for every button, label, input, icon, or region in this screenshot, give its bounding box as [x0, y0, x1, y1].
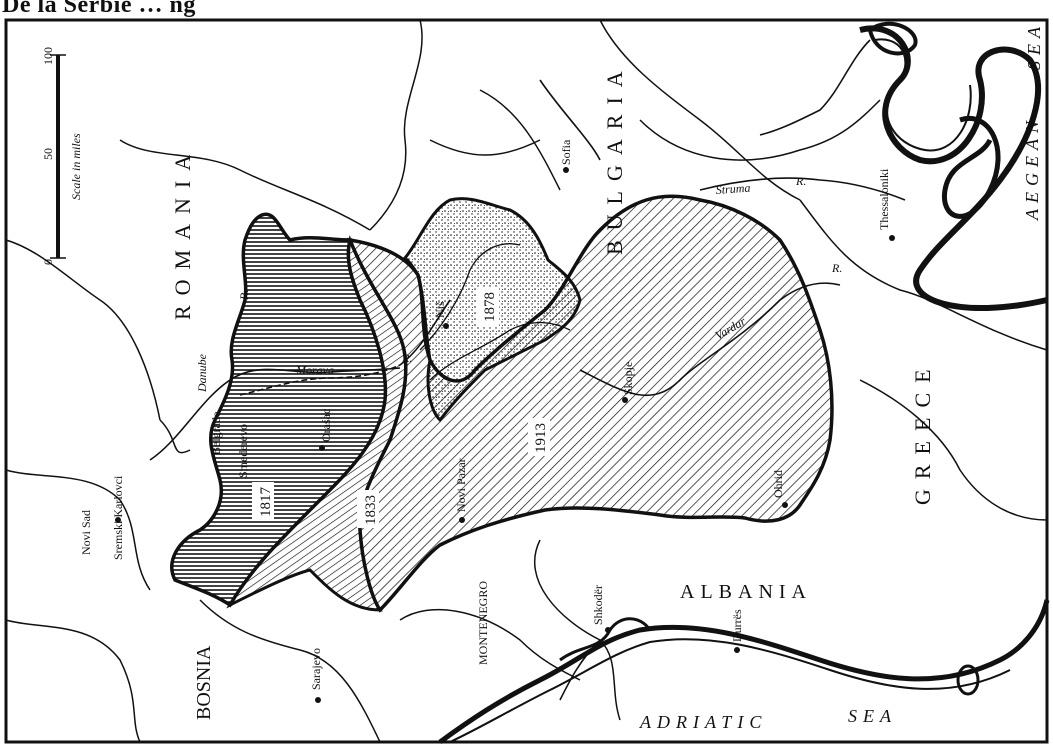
label-bulgaria: BULGARIA: [602, 61, 627, 255]
city-dots: [115, 167, 895, 703]
label-bosnia: BOSNIA: [193, 645, 215, 720]
river-struma-r: R.: [795, 174, 806, 188]
scale-label: Scale in miles: [69, 133, 83, 200]
city-skopje: Skopje: [621, 362, 635, 395]
year-1833: 1833: [363, 495, 379, 525]
year-labels: 1817 1833 1878 1913: [252, 288, 550, 528]
city-orasac: Oraśac: [319, 409, 333, 442]
partial-title-text: De la Serbie … ng: [2, 0, 196, 18]
rivers: [149, 39, 906, 701]
city-sarajevo: Sarajevo: [309, 648, 323, 690]
city-thessaloniki: Thessaloniki: [877, 168, 891, 230]
year-1817: 1817: [258, 487, 274, 518]
label-albania: ALBANIA: [680, 581, 812, 603]
scale-tick-50: 50: [41, 148, 55, 160]
year-1913: 1913: [533, 423, 549, 453]
river-struma: Struma: [715, 181, 751, 197]
border-lines: [5, 19, 1048, 743]
scale-bar: 0 50 100 Scale in miles: [41, 47, 83, 265]
aegean-coastline: [859, 21, 1048, 312]
city-shkoder: Shkodër: [591, 585, 605, 625]
city-belgrade: Belgrade: [209, 412, 223, 455]
label-adriatic: ADRIATIC: [639, 712, 767, 732]
city-sremski-karlovci: Sremski Karlovci: [111, 475, 125, 560]
year-1878: 1878: [482, 292, 498, 322]
label-greece: GREECE: [910, 359, 935, 505]
scale-tick-100: 100: [41, 47, 55, 65]
city-sofia: Sofia: [559, 139, 573, 165]
label-montenegro: MONTENEGRO: [476, 581, 490, 665]
city-ohrid: Ohrid: [771, 470, 785, 498]
river-vardar-r: R.: [831, 261, 842, 275]
river-morava: Morava: [295, 363, 334, 377]
region-1878-inner-lines: [419, 243, 571, 381]
river-danube: Danube: [195, 353, 209, 393]
label-aegean-sea: SEA: [1024, 21, 1044, 70]
label-adriatic-sea: SEA: [848, 706, 897, 726]
city-durres: Durrës: [730, 609, 744, 642]
label-romania: ROMANIA: [170, 145, 195, 320]
city-novi-sad: Novi Sad: [79, 510, 93, 555]
river-morava-r: R.: [401, 351, 412, 365]
city-smederevo: Smederevo: [236, 424, 250, 478]
river-danube-r: R.: [237, 290, 251, 301]
city-nis: Niš: [433, 301, 447, 318]
page-header: De la Serbie … ng: [0, 0, 1053, 20]
scale-tick-0: 0: [41, 259, 55, 265]
label-aegean: AEGEAN: [1022, 115, 1042, 221]
city-novi-pazar: Novi Pazar: [454, 458, 468, 512]
region-1817: [170, 212, 388, 608]
